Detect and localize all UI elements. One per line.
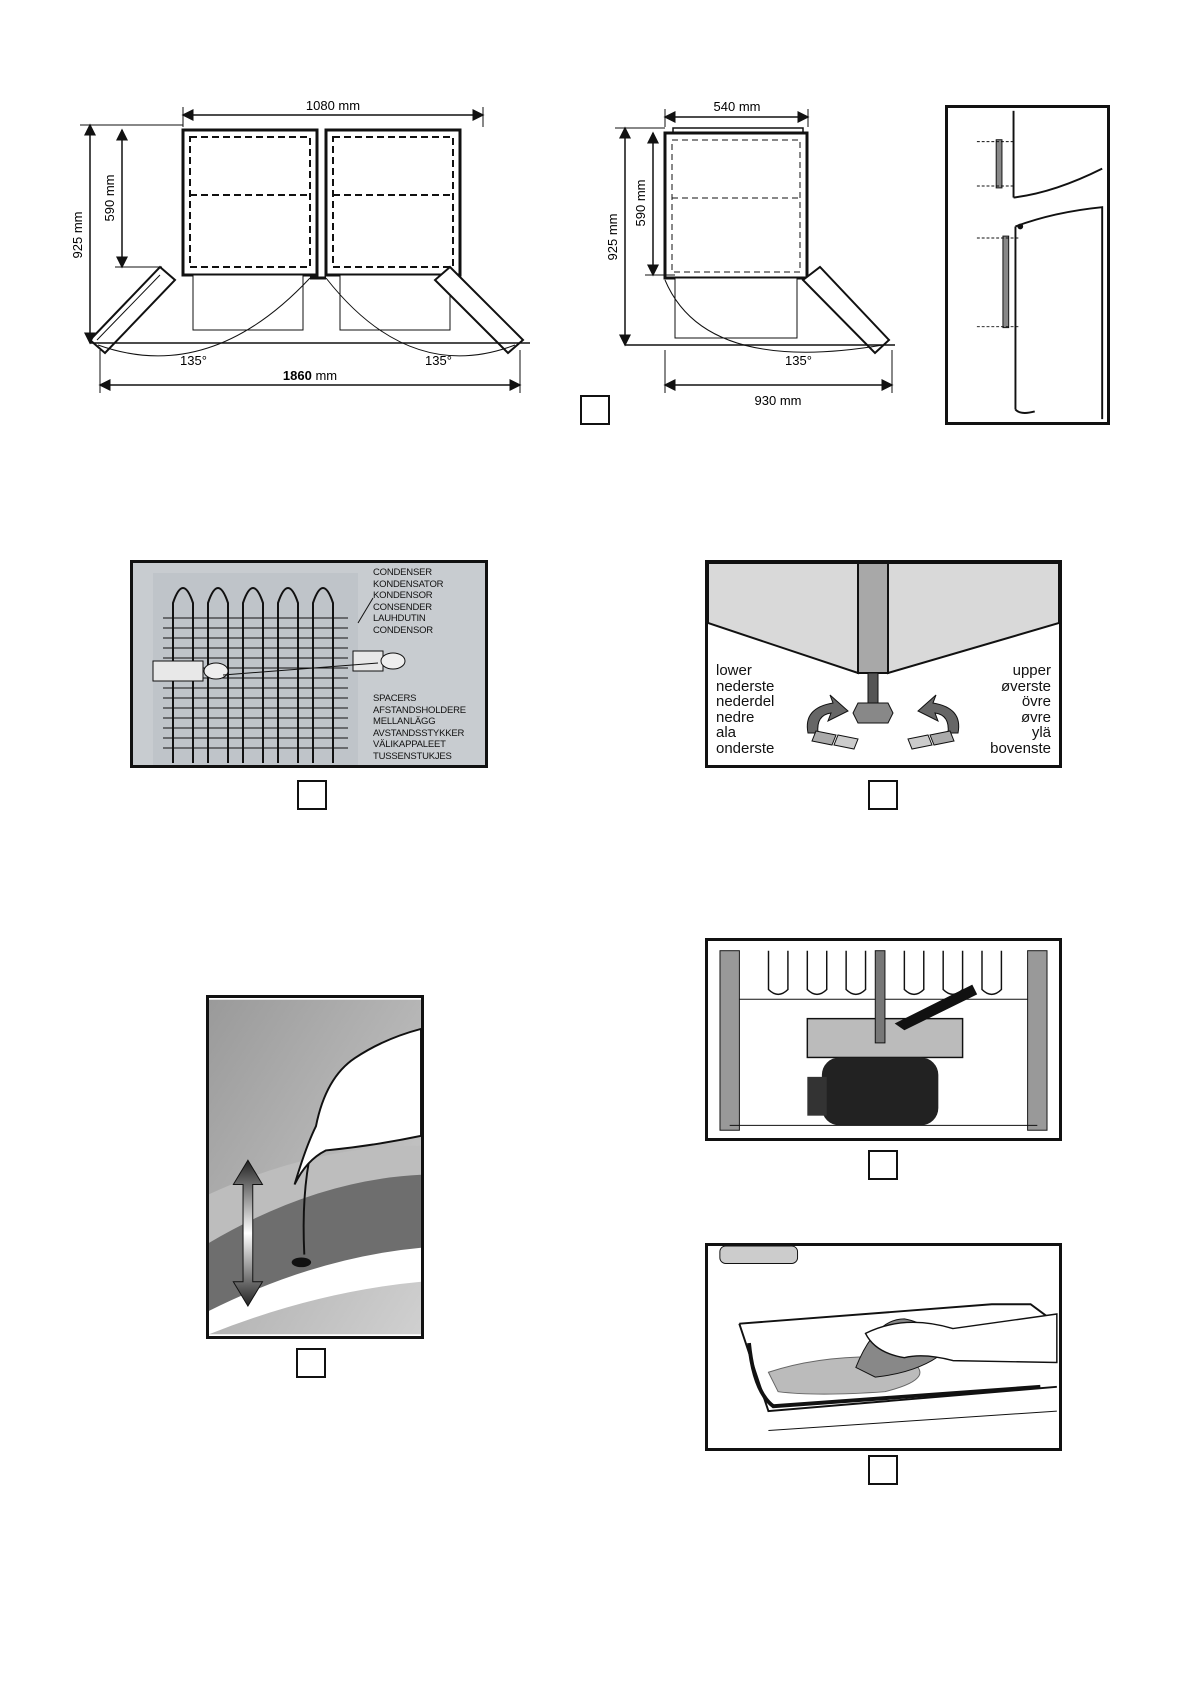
compressor-figure (705, 938, 1062, 1141)
total-width-label: 1860 mm (283, 368, 337, 383)
condenser-label: KONDENSATOR (373, 579, 443, 591)
condenser-label: LAUHDUTIN (373, 613, 443, 625)
width-top-label-single: 540 mm (714, 99, 761, 114)
spacer-label: VÄLIKAPPALEET (373, 739, 466, 751)
spacer-labels: SPACERS AFSTANDSHOLDERE MELLANLÄGG AVSTA… (373, 693, 466, 762)
drain-hole-cleaning-figure (206, 995, 424, 1339)
condenser-label: CONDENSOR (373, 625, 443, 637)
condenser-labels: CONDENSER KONDENSATOR KONDENSOR CONSENDE… (373, 567, 443, 636)
height-inner-label: 590 mm (102, 175, 117, 222)
condenser-label: KONDENSOR (373, 590, 443, 602)
lower-label: onderste (716, 741, 774, 757)
upper-label: bovenste (990, 741, 1051, 757)
condenser-label: CONDENSER (373, 567, 443, 579)
handle-mounting-drawing (945, 105, 1110, 425)
lower-label: lower (716, 663, 774, 679)
figure-number-box (868, 1150, 898, 1180)
figure-number-box (868, 780, 898, 810)
angle-left-label: 135° (180, 353, 207, 368)
upper-label: övre (990, 694, 1051, 710)
height-inner-label-single: 590 mm (633, 180, 648, 227)
height-total-label-single: 925 mm (605, 214, 620, 261)
lower-labels: lower nederste nederdel nedre ala onders… (716, 663, 774, 756)
upper-label: øverste (990, 679, 1051, 695)
adjustable-feet-figure: lower nederste nederdel nedre ala onders… (705, 560, 1062, 768)
lower-label: nedre (716, 710, 774, 726)
figure-number-box (868, 1455, 898, 1485)
upper-labels: upper øverste övre øvre ylä bovenste (990, 663, 1051, 756)
spacer-label: MELLANLÄGG (373, 716, 466, 728)
spacer-label: TUSSENSTUKJES (373, 751, 466, 763)
lower-label: ala (716, 725, 774, 741)
upper-label: ylä (990, 725, 1051, 741)
spacer-label: AFSTANDSHOLDERE (373, 705, 466, 717)
dimension-drawing-double: 1080 mm 925 mm 590 mm 135° 135° 1860 mm (70, 95, 550, 425)
lower-label: nederste (716, 679, 774, 695)
upper-label: øvre (990, 710, 1051, 726)
width-top-label: 1080 mm (306, 98, 360, 113)
figure-number-box (296, 1348, 326, 1378)
condenser-label: CONSENDER (373, 602, 443, 614)
spacer-label: SPACERS (373, 693, 466, 705)
height-total-label: 925 mm (70, 212, 85, 259)
figure-number-box (297, 780, 327, 810)
lower-label: nederdel (716, 694, 774, 710)
interior-cleaning-figure (705, 1243, 1062, 1451)
dimension-drawing-single: 540 mm 925 mm 590 mm 135° 930 mm (605, 95, 905, 425)
condenser-spacers-figure: CONDENSER KONDENSATOR KONDENSOR CONSENDE… (130, 560, 488, 768)
spacer-label: AVSTANDSSTYKKER (373, 728, 466, 740)
angle-label-single: 135° (785, 353, 812, 368)
angle-right-label: 135° (425, 353, 452, 368)
upper-label: upper (990, 663, 1051, 679)
total-width-label-single: 930 mm (755, 393, 802, 408)
